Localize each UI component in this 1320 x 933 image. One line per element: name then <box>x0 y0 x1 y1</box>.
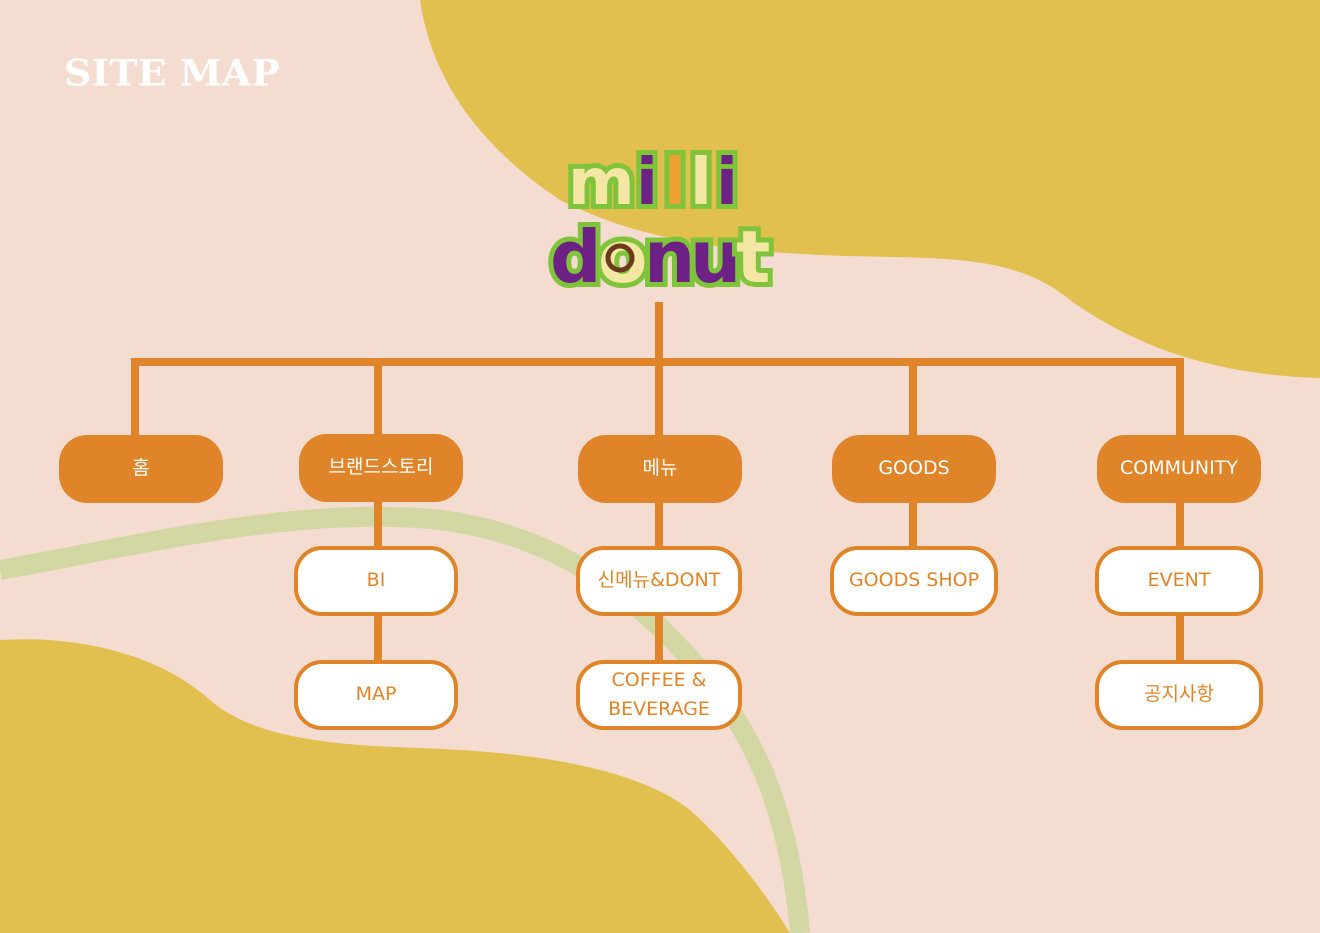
sub-node-goods-shop[interactable]: GOODS SHOP <box>830 546 998 616</box>
nav-node-goods[interactable]: GOODS <box>832 435 996 503</box>
svg-text:i: i <box>716 146 738 220</box>
nav-node-brand-story[interactable]: 브랜드스토리 <box>299 434 463 502</box>
svg-text:u: u <box>690 215 741 295</box>
sub-node-label: COFFEE & BEVERAGE <box>608 668 710 720</box>
svg-text:l: l <box>690 146 712 220</box>
sub-node-label: 신메뉴&DONT <box>597 569 721 592</box>
sub-node-new-menu[interactable]: 신메뉴&DONT <box>576 546 742 616</box>
nav-node-label: 메뉴 <box>642 457 678 480</box>
nav-node-community[interactable]: COMMUNITY <box>1097 435 1261 503</box>
nav-node-label: 브랜드스토리 <box>328 456 434 479</box>
nav-node-label: 홈 <box>132 457 150 480</box>
svg-text:n: n <box>644 215 695 295</box>
sub-node-label: GOODS SHOP <box>848 569 980 592</box>
svg-text:d: d <box>550 215 602 295</box>
sub-node-map[interactable]: MAP <box>294 660 458 730</box>
svg-text:l: l <box>664 146 686 220</box>
sub-node-label: MAP <box>355 683 397 706</box>
top-right-blob <box>420 0 1320 378</box>
sub-node-bi[interactable]: BI <box>294 546 458 616</box>
svg-text:i: i <box>636 146 658 220</box>
donut-icon <box>605 243 635 273</box>
svg-text:t: t <box>736 215 770 295</box>
sub-node-event[interactable]: EVENT <box>1095 546 1263 616</box>
logo-line1-word: m i l l i <box>563 141 743 225</box>
nav-node-label: GOODS <box>878 457 950 480</box>
nav-node-home[interactable]: 홈 <box>59 435 223 503</box>
page-title: SITE MAP <box>64 51 280 94</box>
nav-node-menu[interactable]: 메뉴 <box>578 435 742 503</box>
sub-node-notice[interactable]: 공지사항 <box>1095 660 1263 730</box>
svg-text:m: m <box>568 146 633 220</box>
sub-node-label: EVENT <box>1147 569 1211 592</box>
nav-node-label: COMMUNITY <box>1120 457 1238 480</box>
milli-donut-logo: m i l l i d o n u t <box>545 141 775 295</box>
sub-node-coffee-beverage[interactable]: COFFEE & BEVERAGE <box>576 660 742 730</box>
bottom-left-blob <box>0 639 790 933</box>
curve-band <box>0 506 810 933</box>
sub-node-label: 공지사항 <box>1144 683 1214 706</box>
sub-node-label: BI <box>366 569 386 592</box>
